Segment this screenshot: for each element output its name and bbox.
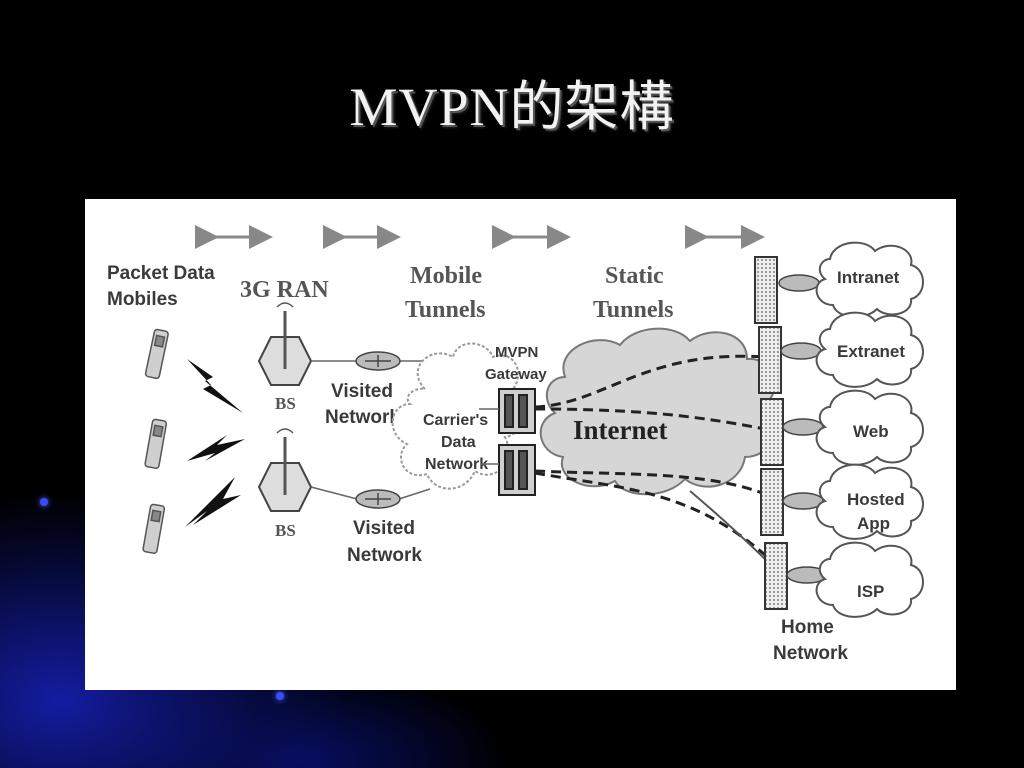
lightning-bolt-icon xyxy=(187,359,243,413)
mvpn-gateway xyxy=(498,388,536,496)
label-static-tunnels: Tunnels xyxy=(593,297,674,323)
destination-site: Intranet xyxy=(754,241,924,324)
label-tunnels: Tunnels xyxy=(405,297,486,323)
visited-network-bottom-line2: Network xyxy=(347,545,422,566)
bs-top-label: BS xyxy=(275,394,296,413)
mobile-phone-icon xyxy=(142,503,166,554)
base-station-bottom: BS xyxy=(257,428,313,540)
destination-sites: Intranet Extranet Web Hosted App xyxy=(754,241,924,618)
mobile-phones xyxy=(142,328,169,554)
destination-site: Hosted App xyxy=(760,463,924,540)
destination-site: ISP xyxy=(764,541,924,618)
home-network-line1: Home xyxy=(781,617,834,638)
static-tunnels xyxy=(534,354,777,570)
visited-network-top-line1: Visited xyxy=(331,381,393,402)
mvpn-architecture-diagram: Packet Data Mobiles 3G RAN Mobile Tunnel… xyxy=(85,199,956,690)
decorative-dot xyxy=(40,498,48,506)
firewall-tower-icon xyxy=(764,542,788,610)
destination-label: Extranet xyxy=(837,342,905,361)
destination-label: Web xyxy=(853,422,889,441)
base-station-top: BS xyxy=(257,302,313,413)
destination-label: Intranet xyxy=(837,268,900,287)
label-3g-ran: 3G RAN xyxy=(240,277,329,303)
firewall-tower-icon xyxy=(758,326,782,394)
visited-network-top-line2: Network xyxy=(325,407,400,428)
router-bottom xyxy=(355,489,401,509)
destination-cloud-icon xyxy=(815,241,924,318)
destination-cloud-icon xyxy=(815,541,924,618)
router-icon xyxy=(778,274,820,292)
label-packet-data: Packet Data xyxy=(107,263,215,284)
carrier-line1: Carrier's xyxy=(423,412,488,429)
destination-cloud-icon xyxy=(815,311,924,388)
label-mobile: Mobile xyxy=(410,263,482,289)
label-mobiles: Mobiles xyxy=(107,289,178,310)
visited-network-bottom-line1: Visited xyxy=(353,518,415,539)
firewall-tower-icon xyxy=(760,398,784,466)
destination-cloud-icon xyxy=(815,463,924,540)
carrier-line2: Data xyxy=(441,434,476,451)
slide-title: MVPN的架構 xyxy=(349,77,675,137)
bs-bottom-label: BS xyxy=(275,521,296,540)
diagram-canvas: Packet Data Mobiles 3G RAN Mobile Tunnel… xyxy=(107,225,924,664)
radio-link-bolts xyxy=(185,359,245,527)
firewall-tower-icon xyxy=(760,468,784,536)
destination-site: Web xyxy=(760,389,924,466)
destination-site: Extranet xyxy=(758,311,924,394)
mobile-phone-icon xyxy=(144,328,169,380)
destination-cloud-icon xyxy=(815,389,924,466)
router-icon xyxy=(780,342,822,360)
carrier-line3: Network xyxy=(425,456,488,473)
mobile-phone-icon xyxy=(144,418,168,469)
decorative-dot xyxy=(276,692,284,700)
firewall-tower-icon xyxy=(754,256,778,324)
home-network-line2: Network xyxy=(773,643,848,664)
gateway-line1: MVPN xyxy=(495,344,538,361)
destination-label: ISP xyxy=(857,582,884,601)
destination-label-line2: App xyxy=(857,514,890,533)
destination-label-line1: Hosted xyxy=(847,490,905,509)
internet-cloud-icon xyxy=(539,327,776,496)
router-top xyxy=(355,351,401,371)
label-static: Static xyxy=(605,263,664,289)
gateway-line2: Gateway xyxy=(485,366,547,383)
lightning-bolt-icon xyxy=(187,435,245,461)
internet-label: Internet xyxy=(573,415,667,445)
lightning-bolt-icon xyxy=(185,477,241,527)
